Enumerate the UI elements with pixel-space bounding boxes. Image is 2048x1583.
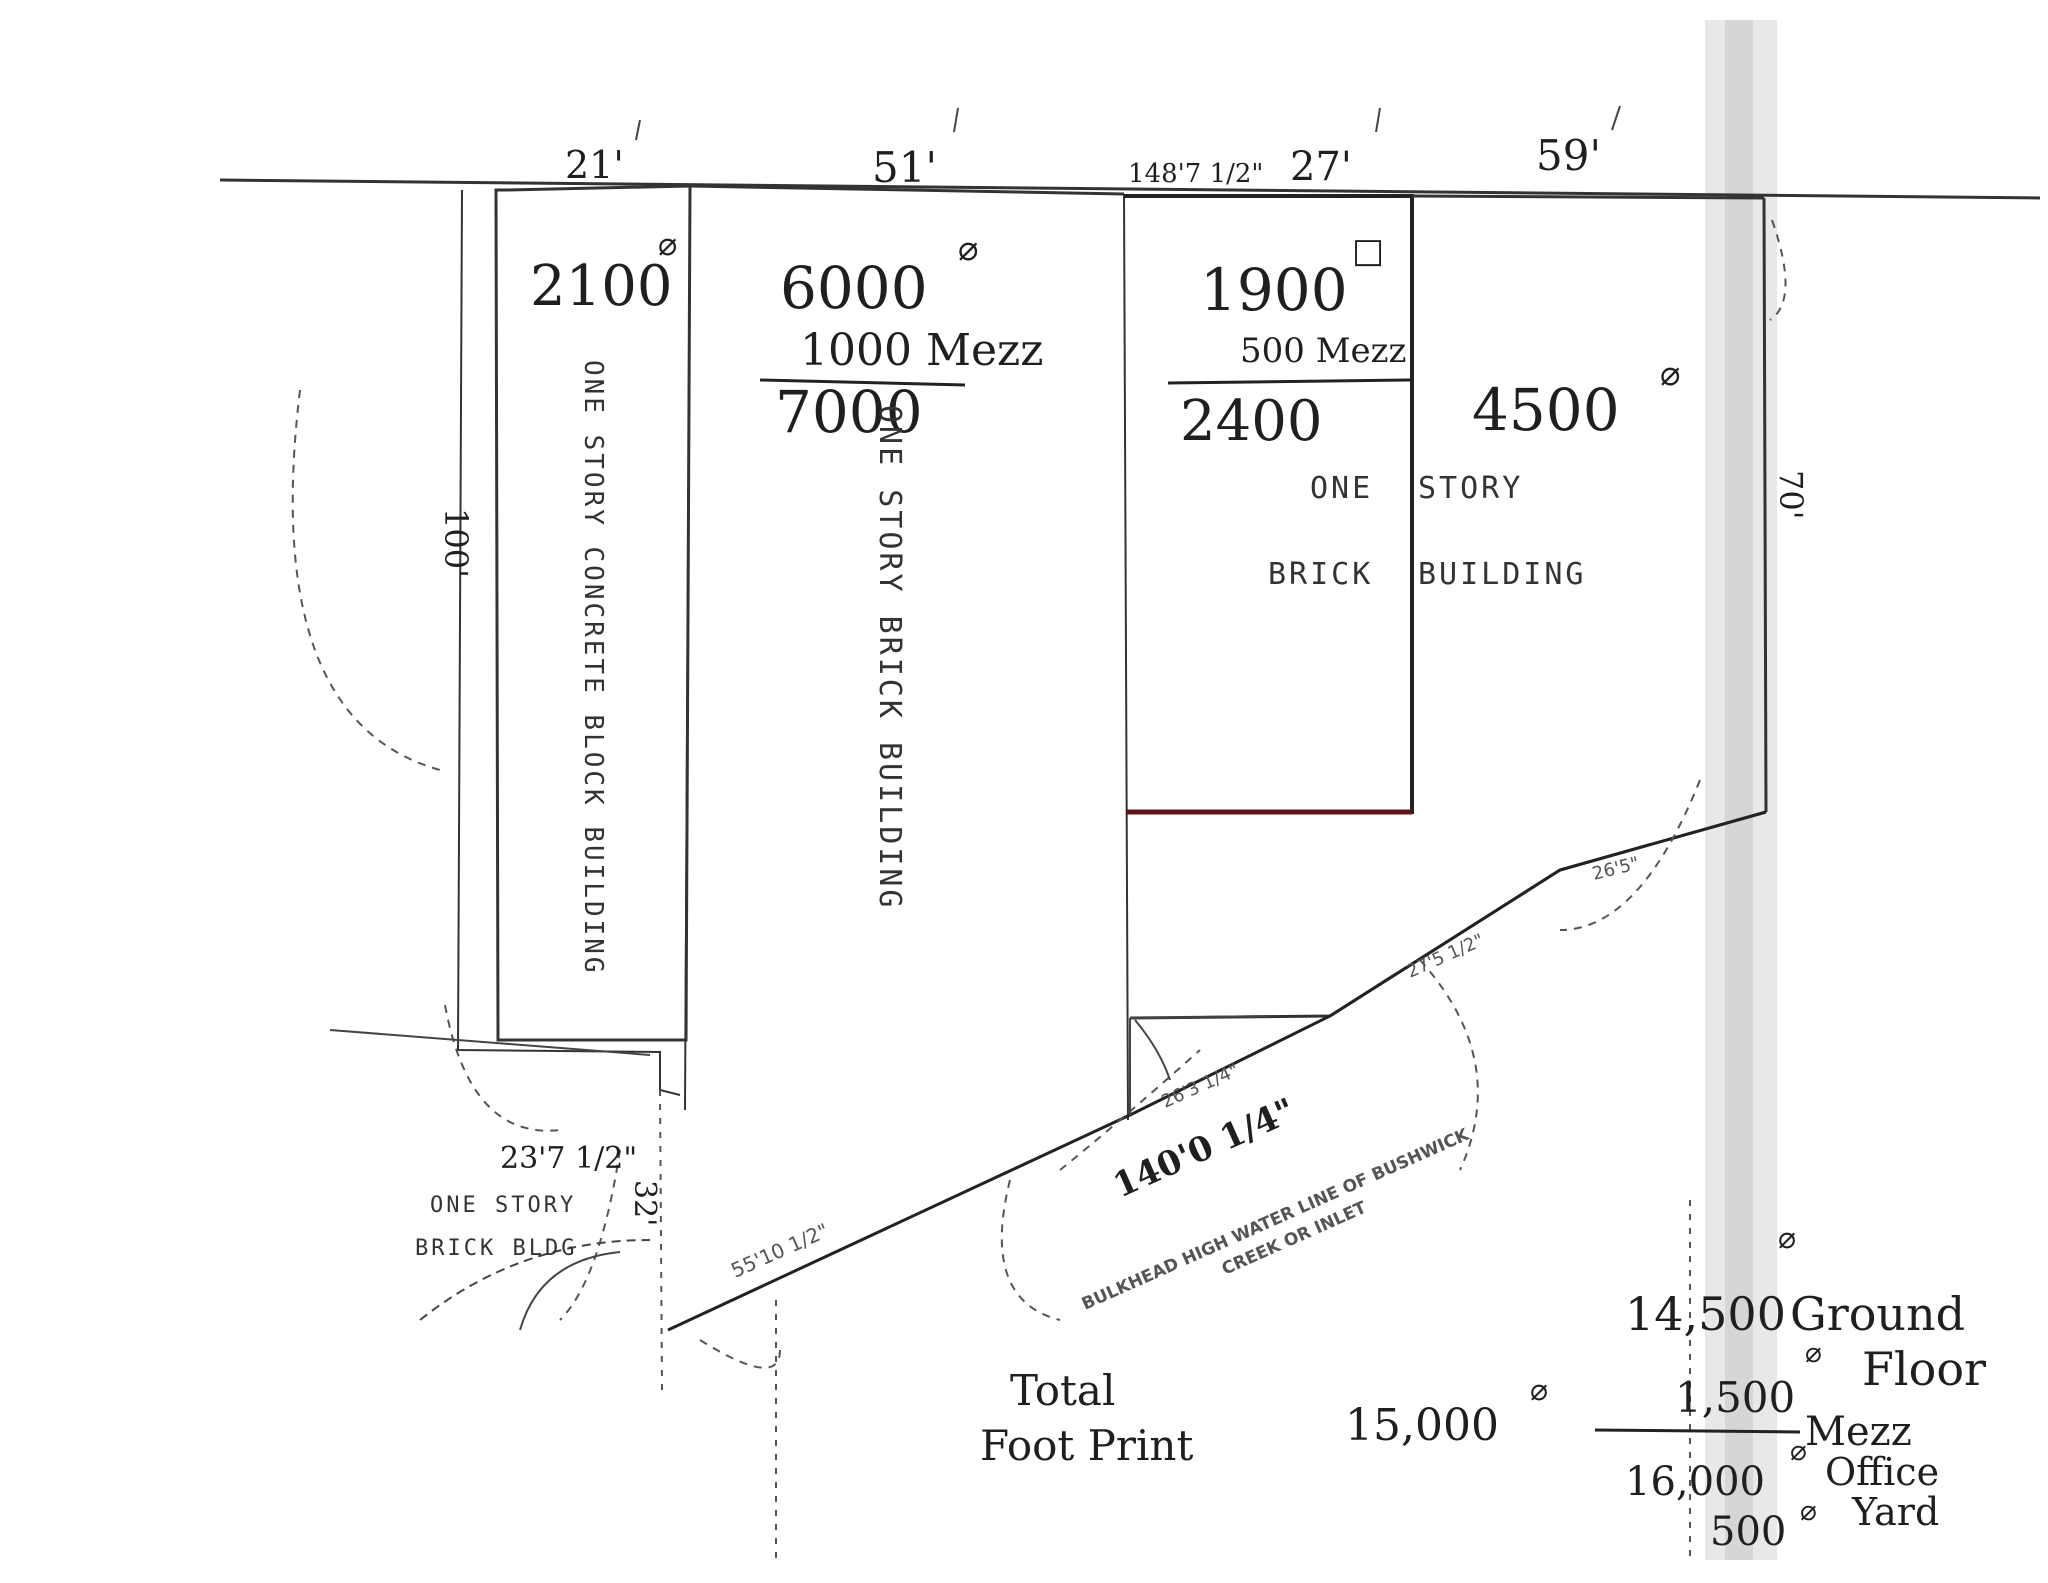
parcel-2-area: 6000	[780, 254, 928, 322]
ground-floor-value: 14,500	[1625, 1287, 1786, 1341]
total-footprint-label-1: Total	[1010, 1366, 1115, 1415]
parcel-4-mark: ⌀	[1660, 354, 1680, 394]
lower-dim-5: 27'5 1/2"	[1403, 930, 1487, 983]
parcel-1-outline	[456, 184, 692, 1111]
parcel-2-mezz: 1000 Mezz	[800, 325, 1043, 376]
total-footprint-value: 15,000	[1345, 1400, 1499, 1451]
lower-dim-1: 23'7 1/2"	[500, 1141, 637, 1176]
office-mark: ⌀	[1790, 1434, 1807, 1467]
ground-floor-mark: ⌀	[1778, 1221, 1796, 1256]
parcel-3-mezz: 500 Mezz	[1240, 331, 1406, 371]
office-value: 16,000	[1625, 1459, 1765, 1505]
parcel-1-area: 2100	[530, 254, 673, 319]
parcel-3-total: 2400	[1180, 389, 1323, 454]
frontage-dim-5: 59'	[1536, 131, 1601, 180]
parcel-2-mark: ⌀	[958, 229, 978, 269]
parcel-2-total: 7000	[775, 378, 923, 446]
side-dim-right: 70'	[1772, 470, 1810, 520]
parcel-4-label-2: BUILDING	[1418, 557, 1587, 592]
parcel-2-label: ONE STORY BRICK BUILDING	[872, 405, 907, 910]
lower-dim-6: 26'5"	[1590, 853, 1641, 885]
frontage-dim-4: 27'	[1290, 144, 1352, 190]
parcel-2-fraction-line	[759, 378, 966, 387]
frontage-ticks	[635, 105, 1621, 141]
frontage-dim-1: 21'	[565, 143, 624, 187]
parcel-1-label: ONE STORY CONCRETE BLOCK BUILDING	[578, 360, 608, 976]
office-label: Office	[1825, 1450, 1939, 1494]
scan-edge-band-inner	[1725, 20, 1753, 1560]
parcel-4-label-1: STORY	[1418, 471, 1523, 506]
total-footprint-label-2: Foot Print	[980, 1421, 1193, 1470]
building-inner-line	[1129, 1015, 1271, 1115]
side-dim-left-lower: 32'	[627, 1180, 662, 1226]
lower-dim-3: 140'0 1/4"	[1107, 1091, 1301, 1207]
mezz-value: 1,500	[1675, 1373, 1795, 1422]
parcel-3-label-2: BRICK	[1268, 557, 1373, 592]
parcel-1-mark: ⌀	[658, 225, 677, 263]
lower-dim-2: 55'10 1/2"	[727, 1218, 832, 1282]
street-line	[219, 178, 2041, 200]
parcel-3-area: 1900	[1200, 256, 1348, 324]
parcel-4-area: 4500	[1472, 376, 1620, 444]
parcel-2-outline	[689, 184, 1129, 1121]
ground-floor-label-1: Ground	[1790, 1287, 1965, 1341]
parcel-3-mark: □	[1352, 231, 1384, 271]
lower-dim-4: 26'3 1/4"	[1158, 1060, 1242, 1113]
neighbor-label-2: BRICK BLDG	[415, 1236, 577, 1261]
side-dim-left: 100'	[437, 508, 475, 578]
ground-floor-label-2: Floor	[1862, 1342, 1986, 1396]
neighbor-label-1: ONE STORY	[430, 1193, 576, 1218]
lower-dashed-verticals	[659, 1089, 1691, 1560]
parcel-3-outline	[1124, 194, 1414, 815]
totals-sum-line	[1594, 1428, 1801, 1434]
parcel-3-label-1: ONE	[1310, 471, 1373, 506]
yard-label: Yard	[1851, 1490, 1939, 1534]
neighbor-lines	[329, 1029, 651, 1331]
frontage-dim-2: 51'	[872, 143, 937, 192]
frontage-dim-3: 148'7 1/2"	[1128, 159, 1263, 189]
mezz-label: Mezz	[1805, 1409, 1912, 1455]
waterline-bulkhead	[667, 810, 1767, 1332]
construction-arcs	[291, 219, 1787, 1369]
total-footprint-mark: ⌀	[1530, 1373, 1548, 1408]
mezz-mark: ⌀	[1805, 1336, 1822, 1369]
waterline-label-1: BULKHEAD HIGH WATER LINE OF BUSHWICK	[1079, 1125, 1473, 1315]
yard-value: 500	[1710, 1509, 1786, 1555]
yard-mark: ⌀	[1800, 1494, 1817, 1527]
